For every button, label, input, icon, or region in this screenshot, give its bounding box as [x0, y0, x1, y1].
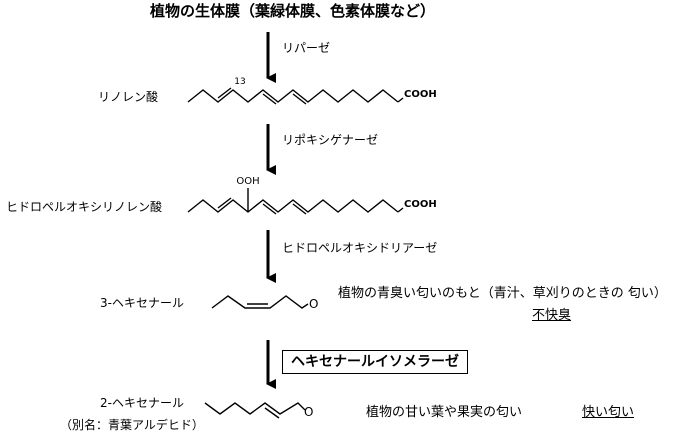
- 2-hexenal-structure: [204, 402, 306, 419]
- carbon-number-label: 13: [234, 77, 245, 87]
- linolenic-cooh-label: COOH: [404, 89, 437, 100]
- 2-hexenal-oxygen: O: [304, 405, 313, 419]
- compound-3-hexenal: 3-ヘキセナール: [100, 296, 184, 310]
- compound-2-hexenal-alias: （別名：青葉アルデヒド）: [60, 418, 204, 432]
- odor-2-hexenal-evaluation: 快い匂い: [582, 405, 635, 420]
- hydroperoxy-acid-structure: [187, 188, 404, 215]
- 3-hexenal-oxygen: O: [309, 297, 318, 311]
- enzyme-hydroperoxide-lyase: ヒドロペルオキシドリアーゼ: [282, 241, 438, 255]
- enzyme-lipoxygenase: リポキシゲナーゼ: [282, 133, 379, 147]
- compound-hydroperoxy-linolenic-acid: ヒドロペルオキシリノレン酸: [6, 200, 163, 214]
- compound-2-hexenal: 2-ヘキセナール: [100, 396, 184, 410]
- enzyme-hexenal-isomerase: ヘキセナールイソメラーゼ: [282, 350, 468, 374]
- hydroperoxy-cooh-label: COOH: [404, 199, 437, 210]
- ooh-label: OOH: [236, 176, 259, 187]
- odor-3-hexenal-description: 植物の青臭い匂いのもと（青汁、草刈りのときの 匂い）: [338, 286, 667, 301]
- diagram-title: 植物の生体膜（葉緑体膜、色素体膜など）: [150, 2, 436, 20]
- odor-3-hexenal-evaluation: 不快臭: [532, 308, 572, 323]
- enzyme-lipase: リパーゼ: [282, 41, 331, 55]
- linolenic-acid-structure: [187, 87, 404, 105]
- 3-hexenal-structure: [211, 295, 309, 309]
- odor-2-hexenal-description: 植物の甘い葉や果実の匂い: [366, 405, 523, 420]
- compound-linolenic-acid: リノレン酸: [98, 90, 159, 104]
